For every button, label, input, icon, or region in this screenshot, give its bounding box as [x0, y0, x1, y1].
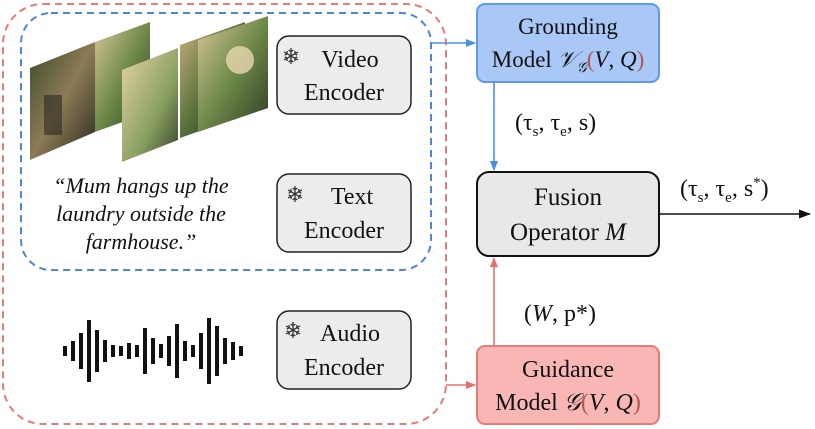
guidance-model-label-1: Guidance — [522, 357, 614, 383]
guidance-model-box — [476, 345, 660, 425]
video-encoder-label-1: Video — [321, 47, 378, 73]
grounding-model-label-1: Grounding — [518, 14, 618, 39]
grounding-model-box — [476, 3, 660, 83]
multimodal-input-region — [2, 3, 447, 425]
audio-encoder-label-1: Audio — [320, 321, 380, 347]
grounding-output-label: (τs, τe, s) — [515, 110, 596, 140]
fusion-operator-label-1: Fusion — [534, 184, 603, 211]
video-encoder-label-2: Encoder — [304, 80, 384, 106]
text-encoder-box — [276, 173, 412, 253]
guidance-model-label-2: Model 𝒢(V, Q) — [495, 390, 641, 416]
text-encoder-label-2: Encoder — [304, 218, 384, 244]
snowflake-icon: ❄ — [282, 44, 300, 69]
audio-encoder-box — [276, 310, 412, 390]
text-encoder-label-1: Text — [331, 184, 374, 210]
guidance-output-label: (W, p*) — [524, 301, 596, 327]
snowflake-icon: ❄ — [286, 182, 304, 207]
video-encoder-box — [276, 35, 412, 115]
query-text-line-3: farmhouse.” — [86, 229, 197, 254]
fusion-operator-label-2: Operator M — [510, 219, 627, 246]
fusion-output-label: (τs, τe, s*) — [680, 175, 769, 206]
audio-encoder-label-2: Encoder — [304, 355, 384, 381]
video-frames-icon — [30, 16, 268, 162]
grounding-model-label-2: Model 𝒱𝒢(V, Q) — [492, 47, 644, 76]
query-text-line-2: laundry outside the — [56, 201, 226, 226]
query-text-line-1: “Mum hangs up the — [53, 173, 229, 198]
video-text-input-region — [20, 12, 432, 271]
audio-waveform-icon — [63, 318, 243, 384]
snowflake-icon: ❄ — [284, 318, 302, 343]
